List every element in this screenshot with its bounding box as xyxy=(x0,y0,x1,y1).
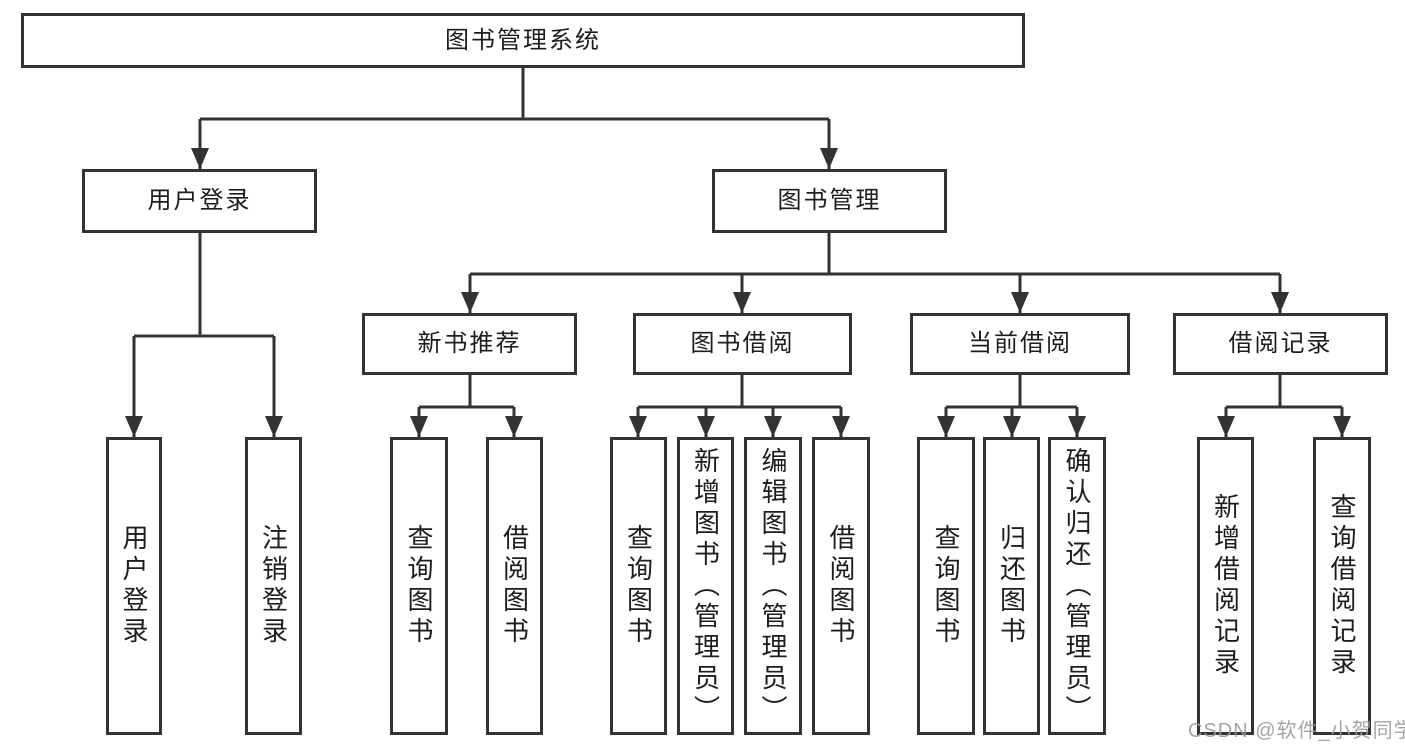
leaf-return-books: 归还图书 xyxy=(983,437,1040,735)
node-book-borrow: 图书借阅 xyxy=(633,313,852,375)
node-borrow-record: 借阅记录 xyxy=(1173,313,1388,375)
node-book-management: 图书管理 xyxy=(712,169,947,233)
leaf-edit-books-admin: 编辑图书（管理员） xyxy=(744,437,802,735)
leaf-logout-login: 注销登录 xyxy=(245,437,302,735)
leaf-add-borrow-record: 新增借阅记录 xyxy=(1197,437,1254,735)
leaf-add-books-admin: 新增图书（管理员） xyxy=(677,437,734,735)
leaf-query-borrow-record: 查询借阅记录 xyxy=(1313,437,1371,735)
csdn-watermark: CSDN @软件_小贺同学 xyxy=(1188,720,1405,742)
leaf-borrow-query-books: 查询图书 xyxy=(610,437,667,735)
leaf-recommend-borrow-books: 借阅图书 xyxy=(486,437,543,735)
leaf-user-login: 用户登录 xyxy=(106,437,162,735)
node-user-login: 用户登录 xyxy=(82,169,317,233)
leaf-borrow-books: 借阅图书 xyxy=(812,437,870,735)
node-new-book-recommend: 新书推荐 xyxy=(362,313,577,375)
node-library-management-system: 图书管理系统 xyxy=(21,13,1025,68)
node-current-borrow: 当前借阅 xyxy=(910,313,1130,375)
leaf-current-query-books: 查询图书 xyxy=(917,437,975,735)
leaf-recommend-query-books: 查询图书 xyxy=(390,437,448,735)
leaf-confirm-return-admin: 确认归还（管理员） xyxy=(1048,437,1106,735)
